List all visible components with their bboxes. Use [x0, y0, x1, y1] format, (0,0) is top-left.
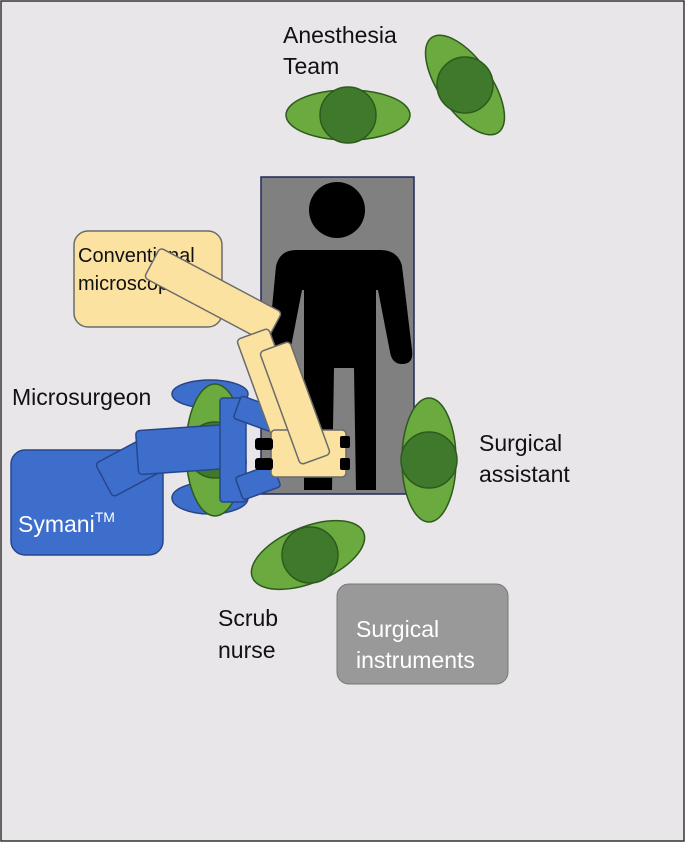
microsurgeon-label: Microsurgeon — [12, 384, 151, 410]
assistant-label-line2: assistant — [479, 461, 570, 487]
instruments-label-line1: Surgical — [356, 616, 439, 642]
patient-icon — [267, 182, 413, 490]
microscope-arm-segment — [259, 341, 331, 465]
symani-label: SymaniTM — [18, 509, 115, 537]
instruments-label-line2: instruments — [356, 647, 475, 673]
scrub-label-line2: nurse — [218, 637, 276, 663]
anesthesia-member-left — [285, 86, 411, 144]
instruments-table — [336, 583, 509, 685]
anesthesia-member-right — [424, 34, 506, 136]
scrub-label-line1: Scrub — [218, 605, 278, 631]
symani-trademark: TM — [95, 509, 115, 525]
symani-name: Symani — [18, 511, 95, 537]
symani-arm-left — [95, 422, 247, 497]
surgical-assistant-figure — [400, 397, 458, 523]
scrub-nurse-figure — [250, 519, 366, 591]
anesthesia-label-line1: Anesthesia — [283, 22, 397, 48]
assistant-label-line1: Surgical — [479, 430, 562, 456]
anesthesia-label-line2: Team — [283, 53, 339, 79]
